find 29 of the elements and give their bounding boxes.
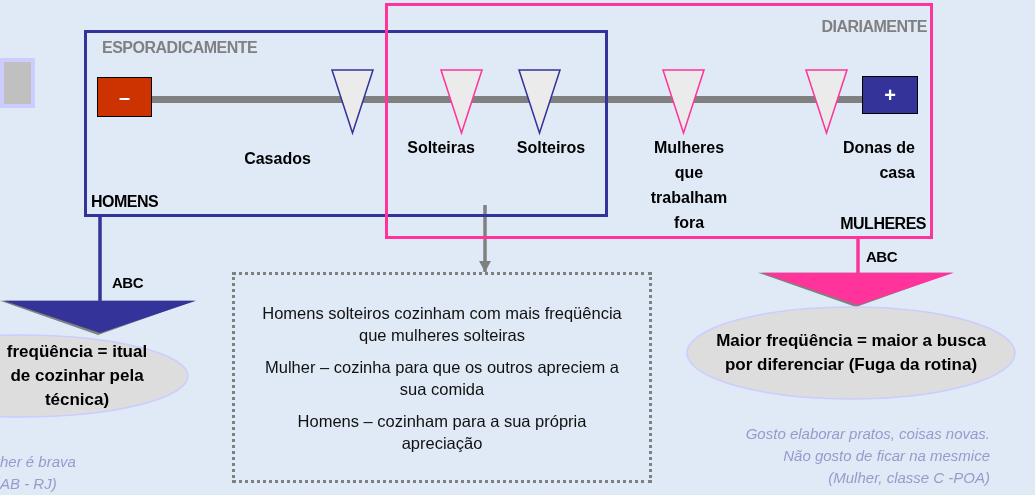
frame-label: HOMENS: [91, 193, 159, 211]
result-text: freqüência = itual de cozinhar pela técnica): [5, 341, 149, 411]
block-arrow: [758, 239, 955, 307]
note-text: Homens solteiros cozinham com mais freqüência que mulheres solteiras: [261, 302, 623, 346]
note-text: Homens – cozinham para a sua própria apreciação: [296, 410, 588, 454]
quote-text: her é brava: [0, 453, 76, 470]
scale-end-sign: –: [97, 77, 152, 117]
frame-heading: ESPORADICAMENTE: [102, 39, 258, 57]
arrow: [479, 205, 491, 272]
square-block: [0, 58, 35, 108]
frame-label: MULHERES: [840, 215, 926, 233]
result-text: Maior freqüência = maior a busca por diferenciar (Fuga da rotina): [715, 330, 987, 376]
scale-end-sign: +: [862, 76, 918, 114]
group-frame: [385, 3, 933, 239]
quote-text: Não gosto de ficar na mesmice: [782, 447, 990, 464]
frame-heading: DIARIAMENTE: [821, 18, 927, 36]
block-arrow: [0, 217, 197, 335]
marker-label: Donas de casa: [815, 135, 915, 185]
marker-label: Casados: [230, 146, 325, 171]
quote-text: AB - RJ): [0, 475, 57, 492]
quote-text: Gosto elaborar pratos, coisas novas.: [744, 425, 990, 442]
marker-label: Solteiros: [505, 135, 597, 160]
quote-text: (Mulher, classe C -POA): [827, 469, 990, 486]
result-ellipse: [685, 305, 1017, 401]
note-box: [232, 272, 652, 483]
marker-label: Solteiras: [395, 135, 487, 160]
note-text: Mulher – cozinha para que os outros apreciem a sua comida: [263, 356, 620, 400]
group-frame: [84, 30, 608, 217]
marker-label: Mulheres que trabalham fora: [638, 135, 740, 235]
